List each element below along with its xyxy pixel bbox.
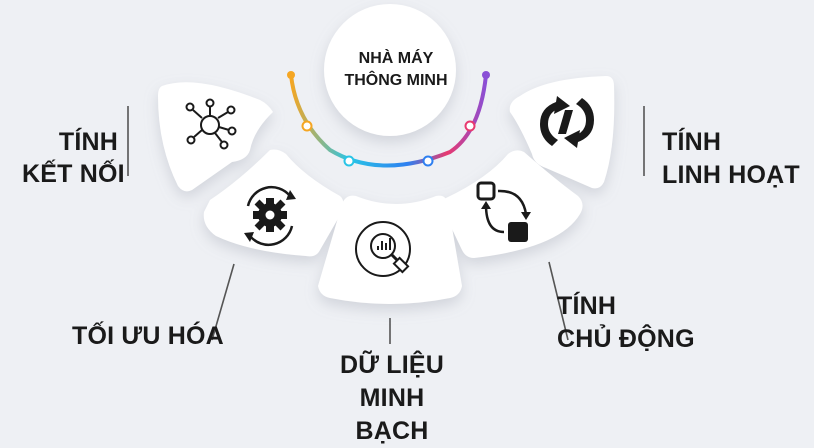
label-transparency-line1: DỮ LIỆU	[339, 351, 445, 379]
gear-cycle-icon	[244, 186, 296, 246]
connector-lines	[127, 106, 645, 344]
label-optimization: TỐI ƯU HÓA	[72, 320, 224, 353]
label-connectivity: TÍNH	[58, 126, 118, 159]
label-connectivity-line2: KẾT NỐI	[22, 160, 125, 188]
connector-optimization	[211, 263, 235, 341]
label-flexibility: TÍNH LINH HOẠT	[662, 126, 800, 192]
label-proactivity-line2: CHỦ ĐỘNG	[557, 325, 695, 353]
diagram-canvas	[127, 4, 645, 344]
label-proactivity: TÍNH CHỦ ĐỘNG	[557, 290, 695, 356]
connector-proactivity	[548, 261, 569, 341]
label-flexibility-line2: LINH HOẠT	[662, 161, 800, 189]
label-transparency-line2: MINH BẠCH	[355, 384, 429, 445]
center-title-line2: THÔNG MINH	[344, 72, 448, 89]
process-flow-icon	[476, 181, 531, 242]
label-transparency: DỮ LIỆU MINH BẠCH	[322, 349, 462, 448]
label-proactivity-line1: TÍNH	[557, 292, 617, 320]
card-proactivity	[441, 150, 583, 258]
smart-factory-diagram: NHÀ MÁY THÔNG MINH TÍNH KẾT NỐI TỐI ƯU H…	[22, 4, 800, 445]
label-optimization-line1: TỐI ƯU HÓA	[72, 322, 224, 350]
arc-nodes	[287, 71, 490, 167]
center-title-line1: NHÀ MÁY	[358, 50, 434, 67]
label-flexibility-line1: TÍNH	[662, 128, 722, 156]
rotate-arrows-icon	[540, 96, 594, 148]
center-title: NHÀ MÁY THÔNG MINH	[326, 48, 466, 92]
network-hub-icon	[185, 98, 237, 150]
label-connectivity-2: KẾT NỐI	[22, 158, 125, 191]
chart-magnifier-icon	[355, 221, 411, 277]
center-circle	[324, 4, 456, 136]
label-connectivity-line1: TÍNH	[58, 128, 118, 156]
